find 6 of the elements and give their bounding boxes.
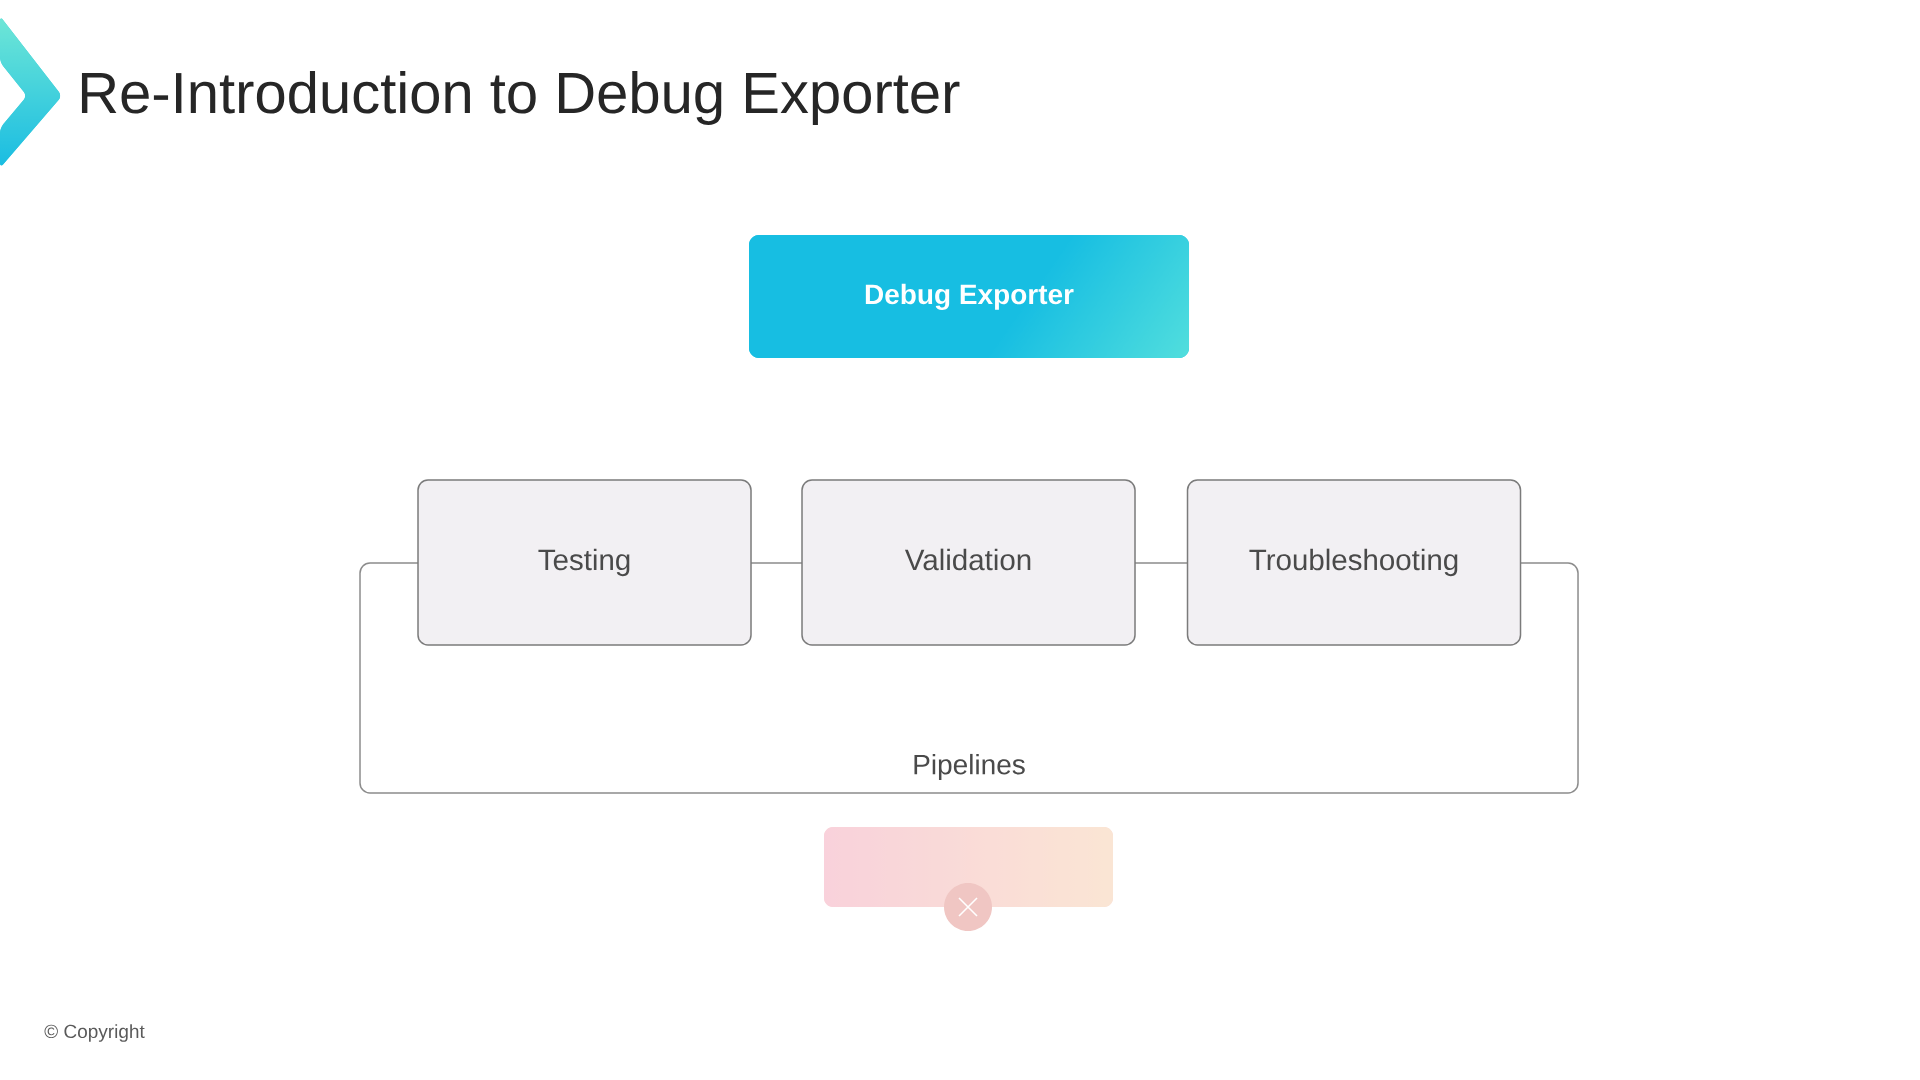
component-box: Debug Exporter [749, 235, 1189, 358]
title: Re-Introduction to Debug Exporter [81, 70, 960, 126]
stage-box: Troubleshooting [1186, 479, 1522, 646]
copyright-notice: © Copyright [44, 1024, 145, 1042]
stage-box: Testing [417, 479, 752, 646]
stage-box: Validation [801, 479, 1136, 646]
